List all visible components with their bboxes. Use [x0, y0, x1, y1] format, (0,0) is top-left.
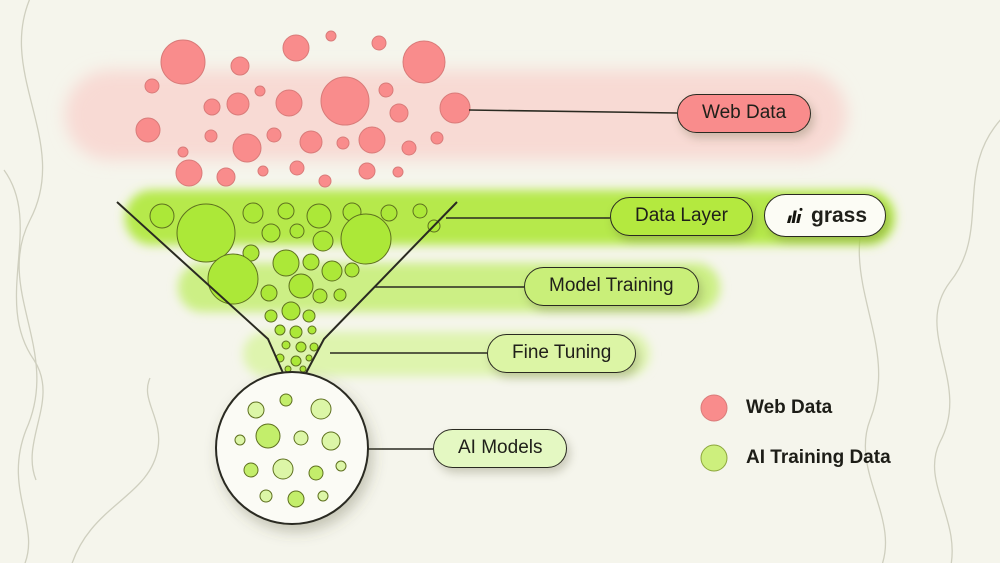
data-layer-pill: Data Layer	[610, 197, 753, 236]
ai-models-pill-label: AI Models	[458, 437, 543, 458]
legend-label-ai-training-data: AI Training Data	[746, 447, 891, 468]
training-data-circles	[149, 202, 441, 373]
grass-brand-label: grass	[811, 204, 868, 227]
web-data-circles	[135, 30, 471, 188]
legend-swatch-ai-training-data	[700, 444, 728, 472]
grass-logo-icon	[783, 206, 803, 226]
connector-lines	[330, 109, 678, 450]
legend-item-web-data: Web Data	[700, 394, 891, 422]
ai-models-circle	[215, 371, 369, 525]
model-training-pill-label: Model Training	[549, 275, 674, 296]
model-training-pill: Model Training	[524, 267, 699, 306]
legend-swatch-web-data	[700, 394, 728, 422]
connector-web-data	[468, 109, 678, 114]
web-data-pill-label: Web Data	[702, 102, 787, 123]
legend-label-web-data: Web Data	[746, 397, 833, 418]
web-data-pill: Web Data	[677, 94, 812, 133]
fine-tuning-pill: Fine Tuning	[487, 334, 637, 373]
ai-model-dots	[234, 393, 347, 508]
ai-models-pill: AI Models	[433, 429, 568, 468]
decorative-wave-lines	[3, 0, 1000, 563]
funnel-outline	[116, 201, 458, 374]
grass-brand-pill: grass	[764, 194, 887, 238]
data-layer-pill-label: Data Layer	[635, 205, 728, 226]
legend: Web Data AI Training Data	[700, 394, 891, 472]
fine-tuning-pill-label: Fine Tuning	[512, 342, 612, 363]
legend-item-ai-training-data: AI Training Data	[700, 444, 891, 472]
